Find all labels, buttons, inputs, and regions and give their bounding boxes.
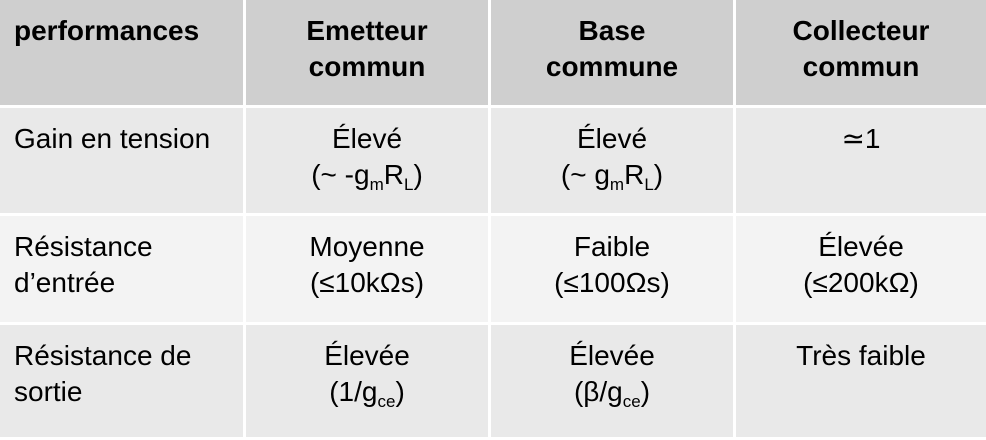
formula-subscript: m	[609, 175, 625, 194]
header-cell-base-commune: Base commune	[491, 0, 736, 108]
cell-gain-emetteur: Élevé (~ -gmRL)	[246, 108, 491, 216]
cell-value: (≤100Ωs)	[554, 267, 670, 298]
cell-value: (≤10kΩs)	[309, 267, 425, 298]
row-label-gain: Gain en tension	[0, 108, 246, 216]
cell-rout-emetteur: Élevée (1/gce)	[246, 325, 491, 440]
row-label: Résistance	[14, 231, 153, 262]
header-label: performances	[14, 15, 200, 46]
formula-part: R	[624, 159, 645, 190]
cell-formula: (1/gce)	[246, 374, 488, 410]
row-label-rout: Résistance de sortie	[0, 325, 246, 440]
header-label: commun	[802, 51, 920, 82]
cell-value: ≃1	[841, 123, 881, 154]
cell-rout-collecteur: Très faible	[736, 325, 986, 440]
cell-formula: (~ gmRL)	[491, 157, 733, 193]
cell-value: Élevée	[324, 340, 410, 371]
cell-formula: (β/gce)	[491, 374, 733, 410]
cell-value: Élevée	[818, 231, 904, 262]
row-label: d’entrée	[14, 267, 116, 298]
header-cell-collecteur-commun: Collecteur commun	[736, 0, 986, 108]
header-label: Collecteur	[792, 15, 930, 46]
formula-subscript: L	[403, 175, 414, 194]
formula-part: )	[395, 376, 405, 407]
formula-subscript: ce	[622, 392, 641, 411]
header-cell-emetteur-commun: Emetteur commun	[246, 0, 491, 108]
row-label: Résistance de	[14, 340, 192, 371]
row-label-rin: Résistance d’entrée	[0, 216, 246, 325]
formula-part: )	[640, 376, 651, 407]
formula-part: (β/g	[573, 376, 623, 407]
formula-part: (1/g	[329, 376, 378, 407]
formula-part: )	[413, 159, 423, 190]
cell-value: Moyenne	[309, 231, 425, 262]
header-cell-performances: performances	[0, 0, 246, 108]
formula-subscript: L	[644, 175, 654, 194]
cell-formula: (~ -gmRL)	[246, 157, 488, 193]
row-label: Gain en tension	[14, 123, 211, 154]
header-label: commun	[308, 51, 426, 82]
cell-value: Très faible	[796, 340, 926, 371]
formula-part: )	[653, 159, 664, 190]
cell-rout-base: Élevée (β/gce)	[491, 325, 736, 440]
header-label: commune	[545, 51, 679, 82]
formula-subscript: ce	[377, 392, 396, 411]
formula-part: (~ g	[560, 159, 610, 190]
cell-rin-base: Faible (≤100Ωs)	[491, 216, 736, 325]
cell-gain-collecteur: ≃1	[736, 108, 986, 216]
formula-subscript: m	[369, 175, 384, 194]
cell-rin-emetteur: Moyenne (≤10kΩs)	[246, 216, 491, 325]
cell-value: Faible	[573, 231, 651, 262]
cell-value: Élevée	[569, 340, 655, 371]
cell-rin-collecteur: Élevée (≤200kΩ)	[736, 216, 986, 325]
row-label: sortie	[14, 376, 83, 407]
formula-part: (~ -g	[311, 159, 370, 190]
header-label: Base	[578, 15, 646, 46]
cell-value: Élevé	[331, 123, 403, 154]
cell-gain-base: Élevé (~ gmRL)	[491, 108, 736, 216]
cell-value: (≤200kΩ)	[803, 267, 919, 298]
formula-part: R	[383, 159, 404, 190]
header-label: Emetteur	[306, 15, 428, 46]
cell-value: Élevé	[576, 123, 648, 154]
